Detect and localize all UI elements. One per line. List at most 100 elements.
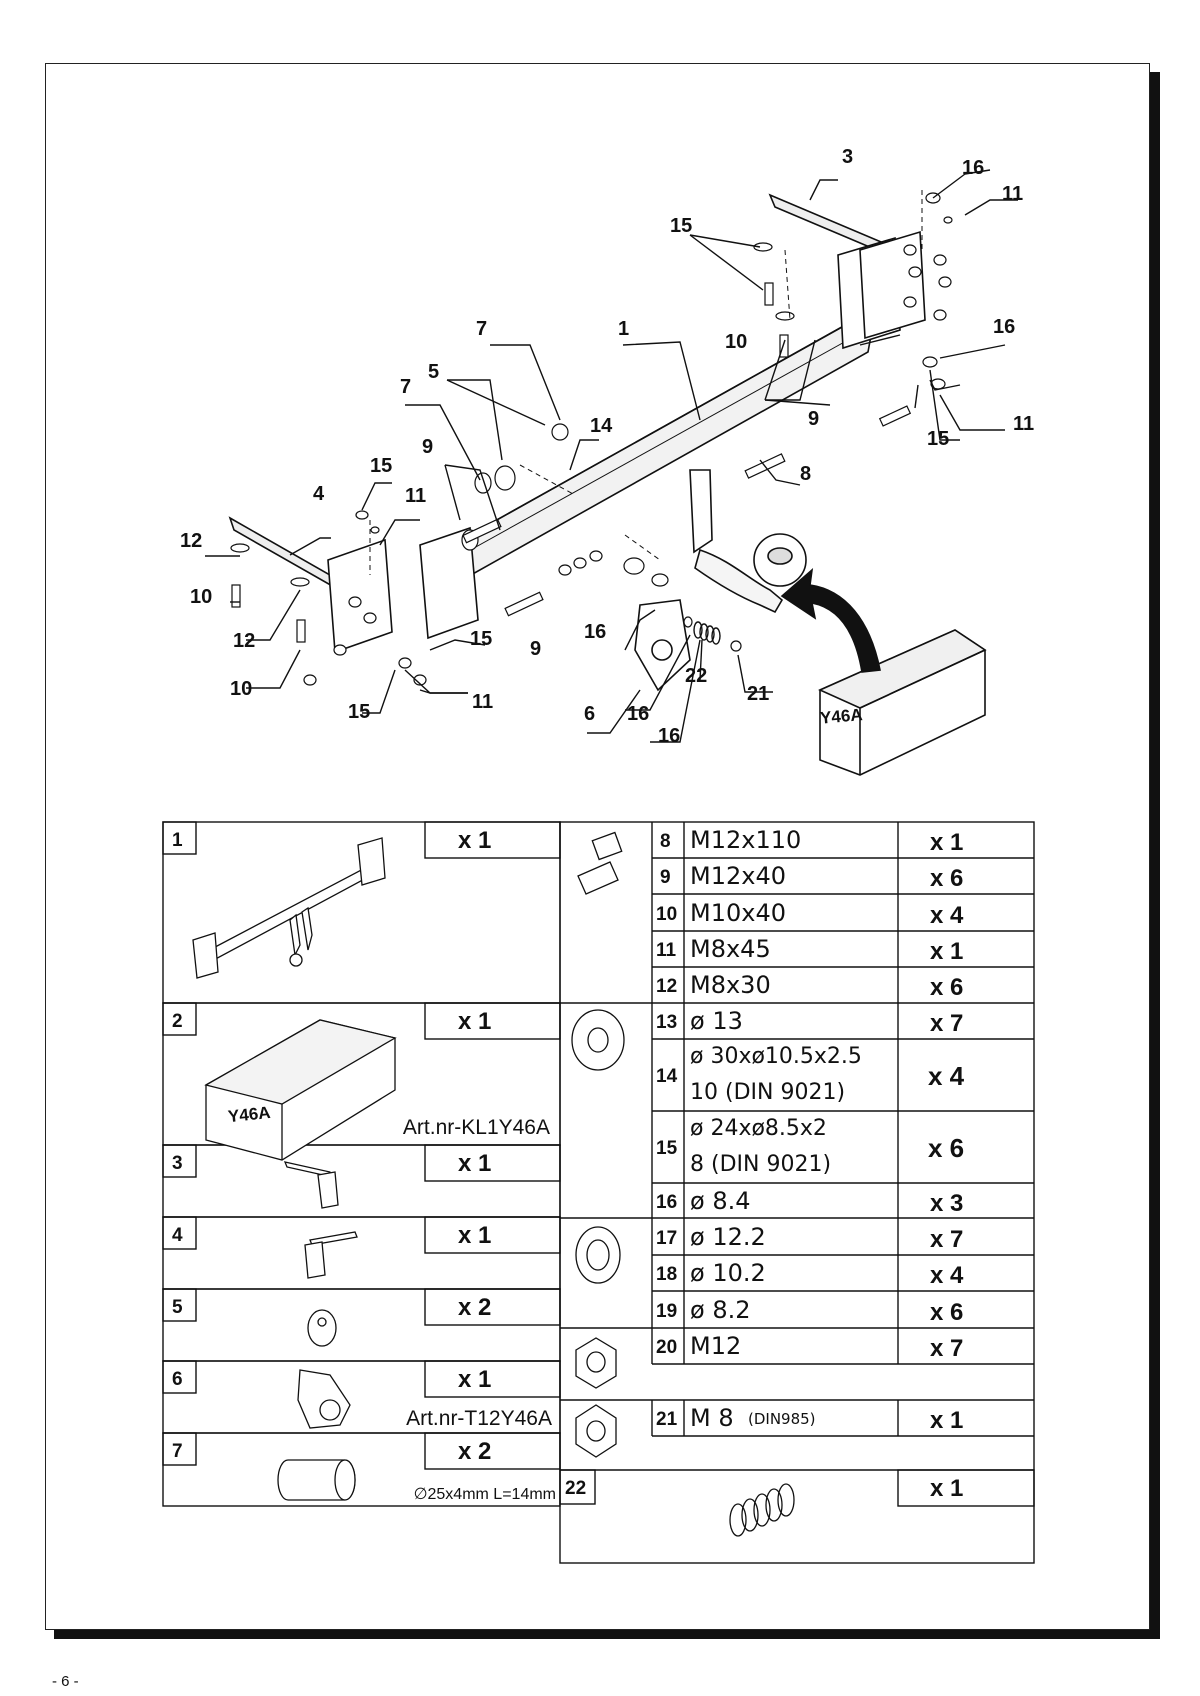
part-qty: x 1 <box>458 1366 491 1393</box>
part-spec: M8x45 <box>690 935 771 963</box>
callout: 11 <box>1013 413 1034 435</box>
part-qty: x 6 <box>930 1299 963 1326</box>
part-qty: x 1 <box>458 1222 491 1249</box>
bolt-thumbnail <box>577 831 623 895</box>
box-label: Y46A <box>227 1103 271 1126</box>
callout: 7 <box>476 318 487 340</box>
callout: 16 <box>993 316 1015 338</box>
part-spec: ø 12.2 <box>690 1223 766 1251</box>
callout: 6 <box>584 703 595 725</box>
bracket-left <box>228 516 336 589</box>
part-number: 21 <box>656 1409 678 1430</box>
spring-thumbnail <box>729 1483 795 1537</box>
frame-shadow <box>54 1629 1160 1639</box>
part-number: 8 <box>660 831 671 852</box>
part-spec: M12 <box>690 1332 741 1360</box>
crossbar-thumbnail <box>192 837 386 979</box>
page-number: - 6 - <box>52 1673 79 1690</box>
part-spec: ø 8.4 <box>690 1187 750 1215</box>
part-qty: x 4 <box>930 1262 964 1289</box>
part-spec-standard: (DIN985) <box>748 1410 816 1428</box>
part-illustrations <box>192 831 795 1537</box>
callout: 11 <box>1002 183 1023 205</box>
part-number: 22 <box>565 1478 586 1499</box>
part-spec: M12x40 <box>690 862 786 890</box>
callout: 15 <box>348 701 370 723</box>
part-number: 19 <box>656 1301 677 1322</box>
part-qty: x 1 <box>458 1150 491 1177</box>
article-number: Art.nr-T12Y46A <box>406 1407 552 1430</box>
callout: 3 <box>842 146 853 168</box>
callout: 9 <box>422 436 433 458</box>
callout: 9 <box>808 408 819 430</box>
part-number: 18 <box>656 1264 677 1285</box>
spacer-thumbnail <box>307 1309 337 1347</box>
callout: 10 <box>725 331 747 353</box>
flat-washer-thumbnail <box>571 1009 625 1071</box>
part-qty: x 1 <box>930 1407 963 1434</box>
callout: 10 <box>190 586 212 608</box>
bracket-left-plate <box>327 538 393 654</box>
part-spec: 8 (DIN 9021) <box>690 1152 831 1177</box>
part-number: 20 <box>656 1337 677 1358</box>
part-number: 12 <box>656 976 677 997</box>
callout: 21 <box>747 683 769 705</box>
callout: 16 <box>962 157 984 179</box>
part-number: 11 <box>656 940 677 961</box>
callout: 1 <box>618 318 629 340</box>
callout: 15 <box>370 455 392 477</box>
callout: 22 <box>685 665 707 687</box>
spring-washer-thumbnail <box>575 1226 621 1284</box>
part-qty: x 1 <box>930 829 963 856</box>
part-spec: ø 8.2 <box>690 1296 750 1324</box>
part-spec: ø 30xø10.5x2.5 <box>690 1044 862 1069</box>
frame-shadow <box>1150 72 1160 1638</box>
parts-right-text: 8 M12x110 x 1 9 M12x40 x 6 10 M10x40 x 4… <box>565 826 965 1502</box>
part-number: 2 <box>172 1011 183 1032</box>
callout: 12 <box>233 630 255 652</box>
part-qty: x 2 <box>458 1294 491 1321</box>
part-number: 10 <box>656 904 677 925</box>
callout: 16 <box>584 621 606 643</box>
callout: 16 <box>627 703 649 725</box>
box-label: Y46A <box>819 705 863 728</box>
part-spec: ø 24xø8.5x2 <box>690 1116 827 1141</box>
part-number: 4 <box>172 1225 183 1246</box>
part-spec: ø 13 <box>690 1007 743 1035</box>
part-number: 6 <box>172 1369 183 1390</box>
part-number: 1 <box>172 830 183 851</box>
callout: 5 <box>428 361 439 383</box>
part-spec: M8x30 <box>690 971 771 999</box>
part-number: 15 <box>656 1138 678 1159</box>
callout: 12 <box>180 530 202 552</box>
callout: 16 <box>658 725 680 747</box>
dimension-note: ∅25x4mm L=14mm <box>414 1486 556 1503</box>
part-spec: 10 (DIN 9021) <box>690 1080 845 1105</box>
callout: 14 <box>590 415 613 437</box>
curved-arrow <box>780 568 881 673</box>
callout: 15 <box>670 215 692 237</box>
part-qty: x 7 <box>930 1226 963 1253</box>
part-qty: x 1 <box>458 1008 491 1035</box>
part-spec: M 8 <box>690 1404 734 1432</box>
part-qty: x 6 <box>930 865 963 892</box>
part-spec: ø 10.2 <box>690 1259 766 1287</box>
part-number: 13 <box>656 1012 677 1033</box>
part-spec: M12x110 <box>690 826 801 854</box>
part-spec: M10x40 <box>690 899 786 927</box>
callout: 11 <box>405 485 426 507</box>
wiring-kit-box-thumbnail <box>204 1019 397 1161</box>
callout: 9 <box>530 638 541 660</box>
part-number: 9 <box>660 867 671 888</box>
callout: 10 <box>230 678 252 700</box>
bracket-right-thumbnail <box>283 1161 339 1209</box>
callout: 11 <box>472 691 493 713</box>
exploded-drawing <box>228 190 987 776</box>
hex-nut-thumbnail <box>575 1337 617 1389</box>
parts-left-text: 1 x 1 2 x 1 Y46A Art.nr-KL1Y46A 3 x 1 4 … <box>172 827 556 1503</box>
part-qty: x 7 <box>930 1010 963 1037</box>
callout: 15 <box>470 628 492 650</box>
part-qty: x 6 <box>928 1133 964 1163</box>
spring <box>693 621 721 645</box>
part-qty: x 6 <box>930 974 963 1001</box>
